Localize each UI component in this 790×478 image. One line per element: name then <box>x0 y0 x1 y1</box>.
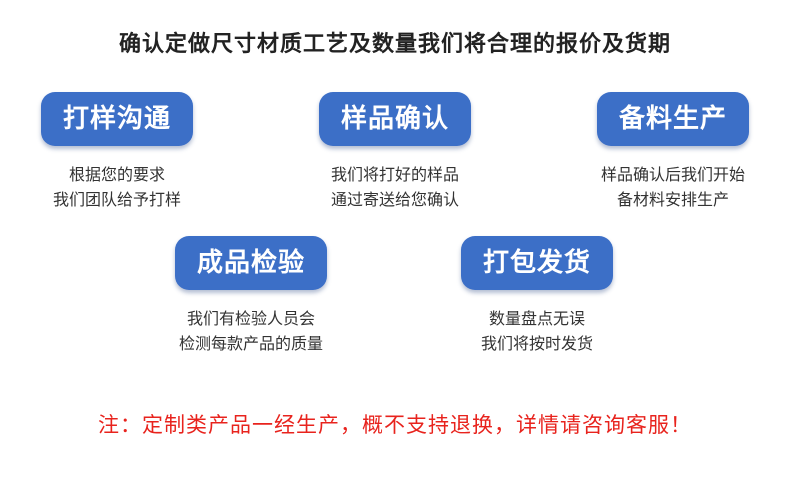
step-desc-line: 根据您的要求 <box>68 165 165 184</box>
step-desc-line: 样品确认后我们开始 <box>600 165 745 184</box>
step-description: 数量盘点无误 我们将按时发货 <box>427 306 647 356</box>
page-title: 确认定做尺寸材质工艺及数量我们将合理的报价及货期 <box>118 32 671 57</box>
step-material-production: 备料生产 样品确认后我们开始 备材料安排生产 <box>563 92 783 212</box>
customization-notice: 注：定制类产品一经生产，概不支持退换，详情请咨询客服！ <box>98 413 692 437</box>
step-label: 打样沟通 <box>40 92 193 146</box>
step-product-inspection: 成品检验 我们有检验人员会 检测每款产品的质量 <box>141 236 361 356</box>
step-description: 根据您的要求 我们团队给予打样 <box>7 162 227 212</box>
step-description: 我们将打好的样品 通过寄送给您确认 <box>285 162 505 212</box>
step-desc-line: 通过寄送给您确认 <box>330 190 459 209</box>
step-desc-line: 我们将打好的样品 <box>330 165 459 184</box>
step-pack-ship: 打包发货 数量盘点无误 我们将按时发货 <box>427 236 647 356</box>
step-label: 打包发货 <box>460 236 613 290</box>
step-sample-communication: 打样沟通 根据您的要求 我们团队给予打样 <box>7 92 227 212</box>
step-label: 备料生产 <box>596 92 749 146</box>
step-description: 我们有检验人员会 检测每款产品的质量 <box>141 306 361 356</box>
step-desc-line: 检测每款产品的质量 <box>178 334 323 353</box>
step-description: 样品确认后我们开始 备材料安排生产 <box>563 162 783 212</box>
step-label: 样品确认 <box>318 92 471 146</box>
step-desc-line: 数量盘点无误 <box>488 309 585 328</box>
step-desc-line: 我们有检验人员会 <box>186 309 315 328</box>
step-desc-line: 我们将按时发货 <box>480 334 593 353</box>
step-desc-line: 备材料安排生产 <box>616 190 729 209</box>
step-desc-line: 我们团队给予打样 <box>52 190 181 209</box>
step-sample-confirmation: 样品确认 我们将打好的样品 通过寄送给您确认 <box>285 92 505 212</box>
step-label: 成品检验 <box>174 236 327 290</box>
